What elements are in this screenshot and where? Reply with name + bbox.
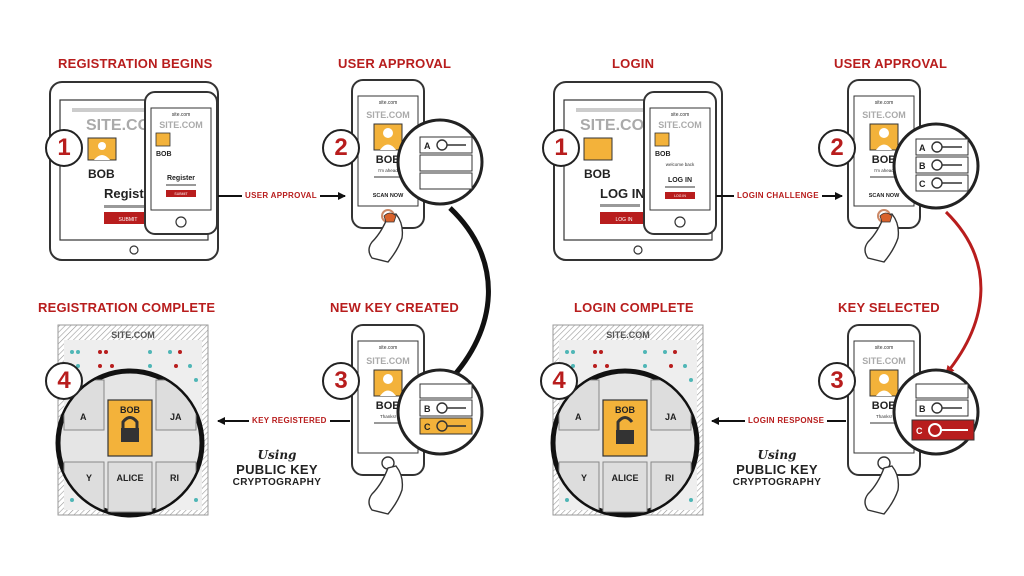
reg-arrow3-label: KEY REGISTERED xyxy=(249,416,330,425)
reg-step3-number: 3 xyxy=(322,362,360,400)
reg-key-b: B xyxy=(424,404,431,414)
login-pk-line1: PUBLIC KEY xyxy=(736,462,818,477)
login-server: SITE.COM BOB ALICE A JA Y RI xyxy=(550,324,704,518)
reg-pk-using: Using xyxy=(257,448,297,462)
login-phone-note: welcome back xyxy=(666,162,695,167)
login-step4-number: 4 xyxy=(540,362,578,400)
login-server-user-bl: Y xyxy=(581,473,587,483)
reg-server-user-main: BOB xyxy=(120,405,141,415)
login-phone: site.com SITE.COM BOB welcome back LOG I… xyxy=(643,91,717,235)
reg-created-heading: SITE.COM xyxy=(366,356,410,366)
login-step3-title: KEY SELECTED xyxy=(838,300,940,315)
reg-public-key-caption: Using PUBLIC KEY CRYPTOGRAPHY xyxy=(222,448,332,488)
reg-approval-scan: SCAN NOW xyxy=(373,193,404,199)
reg-step2-title: USER APPROVAL xyxy=(338,56,452,71)
login-tablet-button: LOG IN xyxy=(616,217,633,223)
reg-server-site: SITE.COM xyxy=(111,330,155,340)
reg-step4-number: 4 xyxy=(45,362,83,400)
login-step2-title: USER APPROVAL xyxy=(834,56,948,71)
reg-step1-number: 1 xyxy=(45,129,83,167)
login-approval-note: I'm ahead xyxy=(874,168,894,173)
login-arrow3-label: LOGIN RESPONSE xyxy=(745,416,828,425)
login-phone-site: site.com xyxy=(671,112,690,118)
login-arrow1-label: LOGIN CHALLENGE xyxy=(734,191,822,200)
reg-phone-user: BOB xyxy=(156,151,172,158)
login-selected-key-zoom: B C xyxy=(892,368,980,456)
login-sel-key-b: B xyxy=(919,404,926,414)
login-server-site: SITE.COM xyxy=(606,330,650,340)
login-arrow-2 xyxy=(944,210,983,375)
login-keys-zoom: A B C xyxy=(892,122,980,210)
login-server-user-left: A xyxy=(575,412,582,422)
reg-server-user-right: JA xyxy=(170,412,182,422)
login-server-user-br: RI xyxy=(665,473,674,483)
login-step3-number: 3 xyxy=(818,362,856,400)
login-approval-user: BOB xyxy=(872,154,897,166)
reg-phone-button: SUBMIT xyxy=(174,192,188,196)
reg-keys-zoom: A xyxy=(396,118,484,206)
reg-phone-site: site.com xyxy=(172,112,191,118)
reg-created-note: Thanks! xyxy=(380,414,396,419)
login-key-c: C xyxy=(919,179,926,189)
login-approval-scan: SCAN NOW xyxy=(869,193,900,199)
login-server-user-bottom: ALICE xyxy=(612,473,639,483)
reg-step3-title: NEW KEY CREATED xyxy=(330,300,459,315)
login-tablet-action: LOG IN xyxy=(600,186,645,201)
login-approval-site: site.com xyxy=(875,100,894,106)
reg-approval-site: site.com xyxy=(379,100,398,106)
reg-new-key-zoom: B C xyxy=(396,368,484,456)
reg-key-a: A xyxy=(424,141,431,151)
login-phone-user: BOB xyxy=(655,151,671,158)
reg-created-user: BOB xyxy=(376,400,401,412)
reg-arrow-2 xyxy=(446,206,491,384)
reg-step2-number: 2 xyxy=(322,129,360,167)
reg-tablet-action: Register xyxy=(104,186,156,201)
reg-tablet-button: SUBMIT xyxy=(119,217,138,223)
reg-phone: site.com SITE.COM BOB Register SUBMIT xyxy=(144,91,218,235)
login-step4-title: LOGIN COMPLETE xyxy=(574,300,694,315)
reg-server-user-bl: Y xyxy=(86,473,92,483)
reg-tablet-user: BOB xyxy=(88,167,115,181)
login-step1-number: 1 xyxy=(542,129,580,167)
login-approval-heading: SITE.COM xyxy=(862,110,906,120)
login-server-user-main: BOB xyxy=(615,405,636,415)
reg-server-user-left: A xyxy=(80,412,87,422)
reg-server: SITE.COM BOB ALICE A JA Y RI xyxy=(55,324,209,518)
login-key-a: A xyxy=(919,143,926,153)
login-selected-note: Thanks! xyxy=(876,414,892,419)
reg-pk-line1: PUBLIC KEY xyxy=(236,462,318,477)
reg-server-user-bottom: ALICE xyxy=(117,473,144,483)
login-selected-site: site.com xyxy=(875,345,894,351)
login-tablet-site: SITE.COM xyxy=(580,117,657,134)
reg-step4-title: REGISTRATION COMPLETE xyxy=(38,300,216,315)
reg-phone-action: Register xyxy=(167,175,195,182)
reg-approval-heading: SITE.COM xyxy=(366,110,410,120)
login-public-key-caption: Using PUBLIC KEY CRYPTOGRAPHY xyxy=(722,448,832,488)
login-selected-user: BOB xyxy=(872,400,897,412)
login-phone-action: LOG IN xyxy=(668,177,692,184)
reg-pk-line2: CRYPTOGRAPHY xyxy=(232,477,322,488)
login-phone-heading: SITE.COM xyxy=(658,120,702,130)
reg-created-site: site.com xyxy=(379,345,398,351)
login-selected-heading: SITE.COM xyxy=(862,356,906,366)
login-tablet-user: BOB xyxy=(584,167,611,181)
login-key-b: B xyxy=(919,161,926,171)
login-server-user-right: JA xyxy=(665,412,677,422)
login-phone-button: LOG IN xyxy=(674,194,686,198)
reg-key-c: C xyxy=(424,422,431,432)
login-sel-key-c: C xyxy=(916,426,923,436)
login-pk-using: Using xyxy=(757,448,797,462)
reg-step1-title: REGISTRATION BEGINS xyxy=(58,56,213,71)
reg-phone-heading: SITE.COM xyxy=(159,120,203,130)
reg-server-user-br: RI xyxy=(170,473,179,483)
reg-approval-note: I'm ahead xyxy=(378,168,398,173)
login-pk-line2: CRYPTOGRAPHY xyxy=(732,477,822,488)
login-step2-number: 2 xyxy=(818,129,856,167)
reg-approval-user: BOB xyxy=(376,154,401,166)
reg-arrow1-label: USER APPROVAL xyxy=(242,191,320,200)
login-step1-title: LOGIN xyxy=(612,56,655,71)
